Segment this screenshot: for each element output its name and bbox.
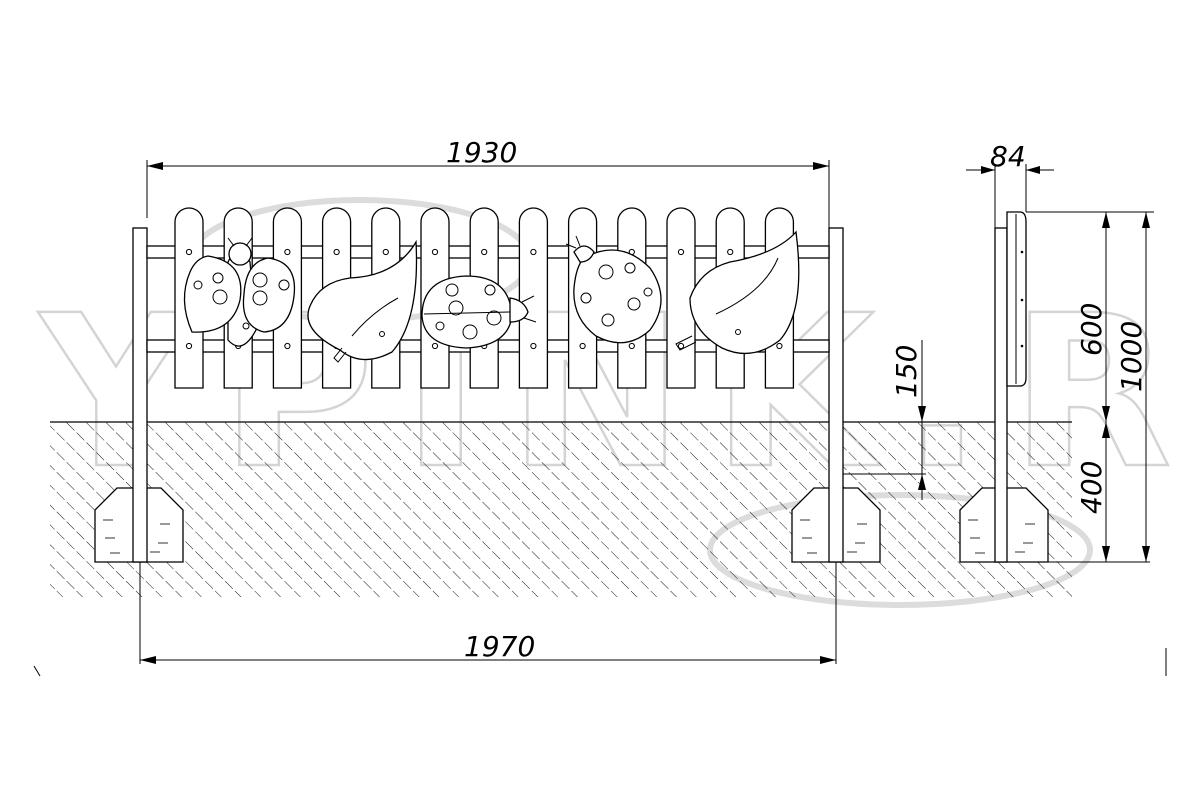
leaf-decoration-right [675,230,800,354]
picket [666,207,696,389]
stray-mark [33,665,41,677]
picket-bolt [284,342,291,350]
picket-bolt [677,248,685,256]
picket-bolt [382,248,389,256]
picket-bolt [727,248,734,256]
picket-bolt [530,248,537,256]
picket-bolt [481,248,488,256]
picket-bolt [776,342,783,350]
picket-bolt [579,342,586,350]
picket [518,207,549,389]
dimension-1970: 1970 [139,562,837,664]
side-view [994,211,1027,563]
dimension-1000: 1000 [1112,211,1154,562]
picket-bolt [284,248,291,256]
dimension-84: 84 [966,140,1054,228]
picket-bolt [628,342,635,350]
picket-bolt [333,248,340,256]
post-left [132,227,148,563]
dimension-label-600: 600 [1075,303,1108,356]
picket-bolt [677,342,685,350]
dimension-150: 150 [843,340,926,500]
ground-soil [50,421,1072,597]
ladybug-pair-decoration [183,237,296,347]
picket-bolt [431,342,439,350]
dimension-1930: 1930 [146,136,830,228]
dimension-label-1000: 1000 [1115,321,1148,392]
dimension-label-1970: 1970 [464,630,535,663]
ladybug-decoration-right [565,235,662,344]
picket-bolt [185,248,193,256]
ladybug-decoration-center [421,275,537,349]
picket-bolt [185,342,193,350]
leaf-decoration-left [307,239,418,363]
dimension-label-400: 400 [1075,461,1108,514]
picket-bolt [530,342,537,350]
dimension-label-150: 150 [890,345,923,398]
dimension-600-400: 600 400 [1026,211,1150,563]
picket-bolt [431,248,439,256]
dimension-label-1930: 1930 [446,136,517,169]
dimension-label-84: 84 [990,140,1026,173]
post-right [828,227,844,563]
